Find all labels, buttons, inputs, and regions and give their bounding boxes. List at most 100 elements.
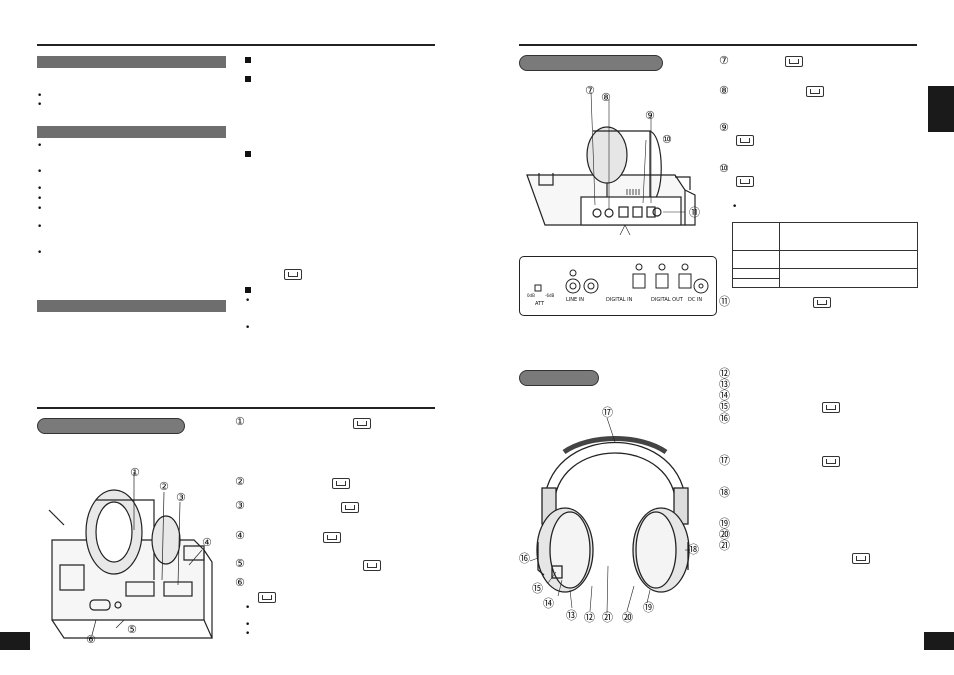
base-unit-front-illustration (48, 472, 213, 639)
bullet: • (245, 629, 251, 639)
callout-8-label: ⑧ (719, 84, 729, 97)
spec-cell (732, 268, 780, 279)
page-reference-icon (785, 56, 803, 67)
back-panel-detail-drawing (534, 263, 709, 294)
callout-15-label: ⑮ (719, 400, 730, 413)
callout-20: ⑳ (622, 611, 633, 624)
callout-1: ① (130, 466, 140, 479)
callout-6-label: ⑥ (235, 576, 245, 589)
callout-18-label: ⑱ (719, 486, 730, 499)
att-high-label: -6dB (545, 293, 555, 298)
page-number-tab (0, 632, 30, 650)
callout-3-label: ③ (235, 499, 245, 512)
callout-13-label: ⑬ (719, 378, 730, 391)
bullet: • (37, 184, 43, 194)
page-reference-icon (852, 553, 870, 564)
dc-in-label: DC IN (688, 297, 703, 303)
spec-cell (732, 222, 780, 251)
callout-6: ⑥ (86, 633, 96, 646)
spec-cell (732, 278, 780, 288)
bullet: • (245, 296, 251, 306)
callout-13: ⑬ (566, 609, 577, 622)
page-reference-icon (332, 478, 350, 489)
att-low-label: 0dB (527, 293, 535, 298)
callout-7: ⑦ (585, 84, 595, 97)
bullet: • (245, 603, 251, 613)
bullet: • (245, 323, 251, 333)
callout-11-label: ⑪ (719, 295, 730, 308)
callout-12-label: ⑫ (719, 367, 730, 380)
spec-cell (779, 268, 918, 288)
square-bullet (245, 287, 251, 293)
page-reference-icon (736, 176, 754, 187)
spec-cell (779, 250, 918, 269)
section-header-bar (37, 126, 226, 138)
digital-out-label: DIGITAL OUT (651, 297, 683, 303)
callout-1-label: ① (235, 415, 245, 428)
callout-14: ⑭ (543, 597, 554, 610)
page-reference-icon (736, 135, 754, 146)
page-reference-icon (806, 86, 824, 97)
square-bullet (245, 57, 251, 63)
callout-2-label: ② (235, 475, 245, 488)
top-rule-right (519, 44, 917, 46)
chapter-side-tab (928, 86, 954, 132)
callout-5-label: ⑤ (235, 557, 245, 570)
mid-rule-left (37, 407, 435, 409)
page-reference-icon (341, 502, 359, 513)
callout-18: ⑱ (688, 543, 699, 556)
bullet: • (37, 204, 43, 214)
callout-14-label: ⑭ (719, 389, 730, 402)
square-bullet (245, 151, 251, 157)
page-reference-icon (284, 269, 302, 280)
digital-in-label: DIGITAL IN (606, 297, 633, 303)
callout-10: ⑩ (662, 133, 672, 146)
callout-17-label: ⑰ (719, 454, 730, 467)
spec-cell (732, 250, 780, 269)
callout-17: ⑰ (602, 406, 613, 419)
callout-20-label: ⑳ (719, 528, 730, 541)
callout-21: ㉑ (602, 611, 613, 624)
section-header-bar (37, 300, 226, 312)
callout-16-label: ⑯ (719, 412, 730, 425)
callout-11: ⑪ (689, 206, 700, 219)
bullet: • (37, 141, 43, 151)
page-reference-icon (323, 532, 341, 543)
page-reference-icon (822, 456, 840, 467)
line-in-label: LINE IN (566, 297, 584, 303)
callout-15: ⑮ (532, 582, 543, 595)
page-reference-icon (813, 297, 831, 308)
page-reference-icon (363, 560, 381, 571)
top-rule-left (37, 44, 435, 46)
back-panel-detail (519, 256, 717, 316)
callout-9: ⑨ (645, 109, 655, 122)
base-unit-back-illustration (526, 91, 696, 235)
section-pill (519, 370, 599, 386)
callout-16: ⑯ (519, 552, 530, 565)
callout-19-label: ⑲ (719, 517, 730, 530)
callout-21-label: ㉑ (719, 539, 730, 552)
page-reference-icon (258, 592, 276, 603)
bullet: • (245, 620, 251, 630)
page-reference-icon (353, 418, 371, 429)
att-label: ATT (535, 301, 545, 307)
section-header-bar (37, 56, 226, 68)
page-number-tab (924, 632, 954, 650)
section-pill (37, 418, 185, 434)
spec-table (732, 222, 918, 288)
callout-5: ⑤ (127, 623, 137, 636)
callout-8: ⑧ (601, 91, 611, 104)
callout-3: ③ (176, 491, 186, 504)
square-bullet (245, 76, 251, 82)
bullet: • (37, 167, 43, 177)
spec-cell (779, 222, 918, 251)
page-reference-icon (822, 402, 840, 413)
bullet: • (732, 202, 738, 212)
callout-10-label: ⑩ (719, 162, 729, 175)
bullet: • (37, 248, 43, 258)
callout-9-label: ⑨ (719, 121, 729, 134)
callout-2: ② (159, 480, 169, 493)
bullet: • (37, 222, 43, 232)
callout-4: ④ (202, 536, 212, 549)
callout-12: ⑫ (584, 611, 595, 624)
